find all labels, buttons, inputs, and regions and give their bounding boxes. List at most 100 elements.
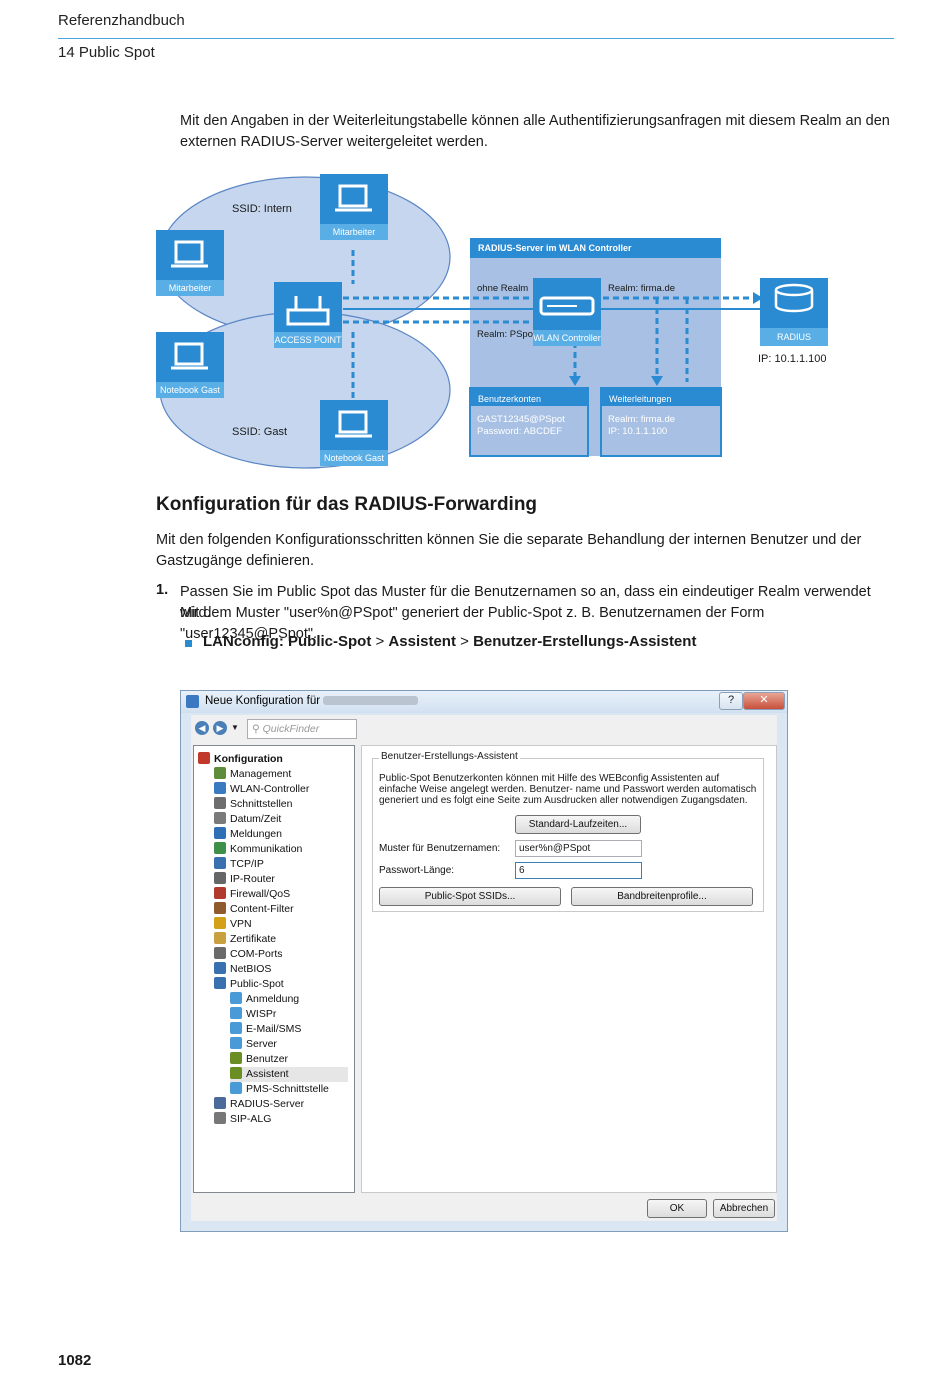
tree-item[interactable]: Konfiguration bbox=[198, 752, 283, 767]
cancel-button[interactable]: Abbrechen bbox=[713, 1199, 775, 1218]
passwort-laenge-input[interactable]: 6 bbox=[515, 862, 642, 879]
chapter-title: 14 Public Spot bbox=[58, 44, 155, 61]
tree-item[interactable]: WISPr bbox=[230, 1007, 276, 1022]
public-spot-icon bbox=[214, 977, 226, 989]
passwort-laenge-label: Passwort-Länge: bbox=[379, 865, 455, 876]
history-dropdown-icon[interactable]: ▼ bbox=[231, 723, 239, 732]
tree-item[interactable]: Benutzer bbox=[230, 1052, 288, 1067]
arrow-konten bbox=[569, 376, 581, 386]
tree-item[interactable]: Content-Filter bbox=[214, 902, 294, 917]
bandbreitenprofile-button[interactable]: Bandbreitenprofile... bbox=[571, 887, 753, 906]
bullet-square bbox=[185, 640, 192, 647]
management-icon bbox=[214, 767, 226, 779]
tree-item-label: Meldungen bbox=[230, 828, 282, 840]
radius-ip-label: IP: 10.1.1.100 bbox=[758, 353, 827, 365]
quickfinder-placeholder: QuickFinder bbox=[262, 723, 320, 735]
arrow-weiterleitungen bbox=[651, 376, 663, 386]
tree-item-label: WLAN-Controller bbox=[230, 783, 310, 795]
intro-paragraph: Mit den Angaben in der Weiterleitungstab… bbox=[180, 113, 890, 150]
communication-icon bbox=[214, 842, 226, 854]
close-button[interactable]: ✕ bbox=[743, 692, 785, 710]
tree-item-label: Schnittstellen bbox=[230, 798, 293, 810]
network-diagram: SSID: Intern SSID: Gast Mitarbeiter Mita… bbox=[155, 172, 835, 472]
back-icon[interactable]: ◀ bbox=[195, 721, 209, 735]
wave-icon bbox=[230, 1022, 242, 1034]
tree-item-label: WISPr bbox=[246, 1008, 277, 1020]
network-icon bbox=[214, 857, 226, 869]
tree-item-label: TCP/IP bbox=[230, 858, 264, 870]
tree-item[interactable]: Zertifikate bbox=[214, 932, 276, 947]
tree-item-label: E-Mail/SMS bbox=[246, 1023, 302, 1035]
user-icon bbox=[230, 1052, 242, 1064]
public-spot-ssids-button[interactable]: Public-Spot SSIDs... bbox=[379, 887, 561, 906]
interfaces-icon bbox=[214, 797, 226, 809]
tree-item-label: NetBIOS bbox=[230, 963, 272, 975]
tree-item-label: Datum/Zeit bbox=[230, 813, 282, 825]
tree-item[interactable]: Meldungen bbox=[214, 827, 282, 842]
tree-item-label: Assistent bbox=[246, 1068, 289, 1080]
wlan-controller-icon bbox=[214, 782, 226, 794]
tree-item[interactable]: NetBIOS bbox=[214, 962, 271, 977]
tree-item[interactable]: Firewall/QoS bbox=[214, 887, 290, 902]
controller-box-header bbox=[470, 238, 721, 258]
tree-item-label: Konfiguration bbox=[214, 753, 283, 765]
tree-item[interactable]: Server bbox=[230, 1037, 277, 1052]
notebook-gast-label: Notebook Gast bbox=[320, 450, 388, 466]
benutzerkonten-line2: Password: ABCDEF bbox=[477, 426, 562, 437]
tree-item[interactable]: WLAN-Controller bbox=[214, 782, 309, 797]
tree-item[interactable]: Assistent bbox=[230, 1067, 348, 1082]
standard-laufzeiten-button[interactable]: Standard-Laufzeiten... bbox=[515, 815, 641, 834]
laptop-mitarbeiter-left: Mitarbeiter bbox=[156, 230, 224, 296]
section-paragraph: Mit den folgenden Konfigurationsschritte… bbox=[156, 532, 862, 569]
tree-item[interactable]: Anmeldung bbox=[230, 992, 299, 1007]
menu-path-sep2: > bbox=[455, 633, 474, 650]
muster-input[interactable]: user%n@PSpot bbox=[515, 840, 642, 857]
section-heading: Konfiguration für das RADIUS-Forwarding bbox=[156, 494, 538, 515]
tree-item[interactable]: SIP-ALG bbox=[214, 1112, 271, 1127]
quickfinder-input[interactable]: ⚲ QuickFinder bbox=[247, 719, 357, 739]
config-icon bbox=[198, 752, 210, 764]
tree-item[interactable]: VPN bbox=[214, 917, 252, 932]
dialog-title-text: Neue Konfiguration für bbox=[205, 695, 321, 707]
tree-item[interactable]: RADIUS-Server bbox=[214, 1097, 304, 1112]
help-button[interactable]: ? bbox=[719, 692, 743, 710]
tree-item[interactable]: Kommunikation bbox=[214, 842, 302, 857]
tree-item-label: Benutzer bbox=[246, 1053, 289, 1065]
muster-label: Muster für Benutzernamen: bbox=[379, 843, 501, 854]
tree-item[interactable]: Management bbox=[214, 767, 291, 782]
benutzerkonten-title: Benutzerkonten bbox=[478, 394, 542, 404]
realm-pspot-label: Realm: PSpot bbox=[477, 329, 536, 340]
tree-item-label: SIP-ALG bbox=[230, 1113, 272, 1125]
access-point-label: ACCESS POINT bbox=[274, 332, 342, 348]
wave-icon bbox=[230, 1082, 242, 1094]
weiterleitungen-line2: IP: 10.1.1.100 bbox=[608, 426, 668, 437]
wizard-group-title: Benutzer-Erstellungs-Assistent bbox=[379, 751, 520, 762]
tree-item-label: Anmeldung bbox=[246, 993, 300, 1005]
info-icon bbox=[214, 827, 226, 839]
step-line1: Passen Sie im Public Spot das Muster für… bbox=[180, 584, 871, 621]
forward-icon[interactable]: ▶ bbox=[213, 721, 227, 735]
tree-item-label: VPN bbox=[230, 918, 252, 930]
ok-button[interactable]: OK bbox=[647, 1199, 707, 1218]
tree-item[interactable]: Public-Spot bbox=[214, 977, 284, 992]
tree-item[interactable]: Datum/Zeit bbox=[214, 812, 281, 827]
tree-item[interactable]: COM-Ports bbox=[214, 947, 283, 962]
benutzerkonten-line1: GAST12345@PSpot bbox=[477, 414, 565, 425]
tree-item[interactable]: Schnittstellen bbox=[214, 797, 292, 812]
book-title: Referenzhandbuch bbox=[58, 12, 185, 29]
tree-item[interactable]: PMS-Schnittstelle bbox=[230, 1082, 329, 1097]
tree-item[interactable]: E-Mail/SMS bbox=[230, 1022, 301, 1037]
laptop-icon bbox=[335, 410, 372, 438]
laptop-icon bbox=[171, 342, 208, 370]
benutzerkonten-header bbox=[470, 388, 588, 406]
mitarbeiter-label: Mitarbeiter bbox=[320, 224, 388, 240]
laptop-mitarbeiter-top: Mitarbeiter bbox=[320, 174, 388, 240]
clock-icon bbox=[214, 812, 226, 824]
tree-item[interactable]: TCP/IP bbox=[214, 857, 264, 872]
tree-item[interactable]: IP-Router bbox=[214, 872, 275, 887]
ssid-intern-label: SSID: Intern bbox=[232, 203, 292, 215]
filter-icon bbox=[214, 902, 226, 914]
wlan-controller-device: WLAN Controller bbox=[533, 278, 601, 346]
weiterleitungen-title: Weiterleitungen bbox=[609, 394, 672, 404]
tree-item-label: Management bbox=[230, 768, 292, 780]
